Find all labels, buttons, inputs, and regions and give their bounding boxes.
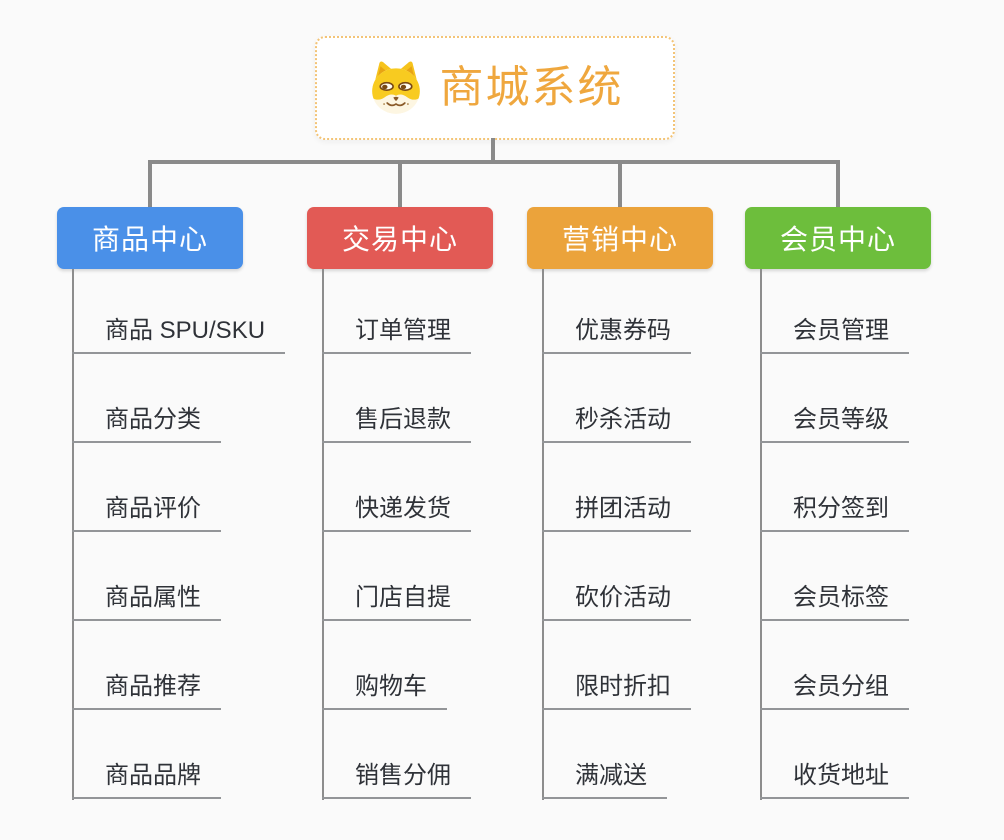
leaf-node[interactable]: 售后退款: [322, 403, 471, 443]
root-title: 商城系统: [439, 63, 624, 112]
leaf-node[interactable]: 限时折扣: [542, 670, 691, 710]
leaf-node[interactable]: 优惠券码: [542, 314, 691, 354]
branch-spine-line: [760, 269, 762, 800]
leaf-node[interactable]: 门店自提: [322, 581, 471, 621]
leaf-node[interactable]: 购物车: [322, 670, 447, 710]
leaf-node[interactable]: 会员管理: [760, 314, 909, 354]
shiba-dog-icon: [371, 61, 420, 114]
branch-label: 会员中心: [779, 224, 896, 255]
leaf-node[interactable]: 商品分类: [72, 403, 221, 443]
connector-drop-3: [618, 160, 622, 207]
branch-node-3[interactable]: 营销中心: [527, 207, 713, 269]
leaf-node[interactable]: 快递发货: [322, 492, 471, 532]
connector-drop-4: [836, 160, 840, 207]
root-node[interactable]: 商城系统: [315, 36, 675, 140]
leaf-node[interactable]: 订单管理: [322, 314, 471, 354]
leaf-node[interactable]: 商品品牌: [72, 759, 221, 799]
connector-drop-2: [398, 160, 402, 207]
leaf-node[interactable]: 会员分组: [760, 670, 909, 710]
leaf-node[interactable]: 收货地址: [760, 759, 909, 799]
branch-node-4[interactable]: 会员中心: [745, 207, 931, 269]
leaf-node[interactable]: 会员标签: [760, 581, 909, 621]
branch-label: 营销中心: [561, 224, 678, 255]
leaf-node[interactable]: 积分签到: [760, 492, 909, 532]
leaf-node[interactable]: 秒杀活动: [542, 403, 691, 443]
leaf-node[interactable]: 满减送: [542, 759, 667, 799]
branch-spine-line: [322, 269, 324, 800]
leaf-node[interactable]: 砍价活动: [542, 581, 691, 621]
leaf-node[interactable]: 销售分佣: [322, 759, 471, 799]
connector-root-stub: [491, 138, 495, 162]
connector-drop-1: [148, 160, 152, 207]
leaf-node[interactable]: 商品属性: [72, 581, 221, 621]
branch-spine-line: [72, 269, 74, 800]
branch-node-2[interactable]: 交易中心: [307, 207, 493, 269]
leaf-node[interactable]: 拼团活动: [542, 492, 691, 532]
leaf-node[interactable]: 商品评价: [72, 492, 221, 532]
leaf-node[interactable]: 商品 SPU/SKU: [72, 314, 286, 354]
branch-label: 商品中心: [91, 224, 208, 255]
branch-spine-line: [542, 269, 544, 800]
branch-node-1[interactable]: 商品中心: [57, 207, 243, 269]
connector-bus: [148, 160, 840, 164]
leaf-node[interactable]: 商品推荐: [72, 670, 221, 710]
leaf-node[interactable]: 会员等级: [760, 403, 909, 443]
branch-label: 交易中心: [341, 224, 458, 255]
